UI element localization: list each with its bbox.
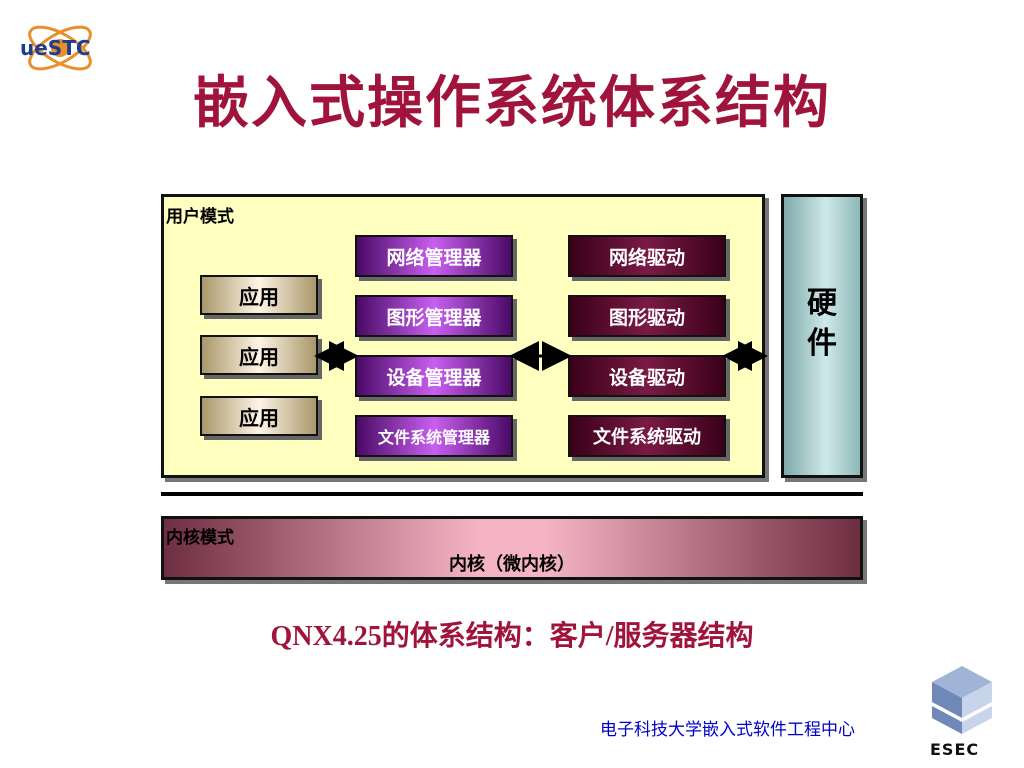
app-box-3: 应用 bbox=[200, 396, 318, 436]
mode-separator-line bbox=[161, 492, 863, 496]
hardware-label: 硬 件 bbox=[781, 284, 863, 364]
hardware-label-line2: 件 bbox=[807, 326, 837, 361]
network-manager-box: 网络管理器 bbox=[355, 235, 513, 277]
footer-org-name: 电子科技大学嵌入式软件工程中心 bbox=[600, 720, 855, 740]
hardware-label-line1: 硬 bbox=[807, 286, 837, 321]
filesystem-manager-box: 文件系统管理器 bbox=[355, 415, 513, 457]
uestc-logo bbox=[28, 25, 92, 71]
device-manager-box: 设备管理器 bbox=[355, 355, 513, 397]
esec-logo-text: ESEC bbox=[930, 740, 980, 759]
hardware-column bbox=[781, 194, 863, 478]
device-driver-box: 设备驱动 bbox=[568, 355, 726, 397]
esec-logo bbox=[932, 666, 992, 734]
kernel-mode-panel bbox=[161, 516, 863, 580]
kernel-label: 内核（微内核） bbox=[449, 554, 575, 575]
user-mode-label: 用户模式 bbox=[166, 207, 234, 227]
network-driver-box: 网络驱动 bbox=[568, 235, 726, 277]
graphics-driver-box: 图形驱动 bbox=[568, 295, 726, 337]
app-box-1: 应用 bbox=[200, 275, 318, 315]
app-box-2: 应用 bbox=[200, 335, 318, 375]
diagram-caption: QNX4.25的体系结构：客户/服务器结构 bbox=[270, 621, 754, 652]
uestc-logo-text: ueSTC bbox=[20, 36, 91, 60]
page-title: 嵌入式操作系统体系结构 bbox=[193, 70, 831, 136]
graphics-manager-box: 图形管理器 bbox=[355, 295, 513, 337]
kernel-mode-label: 内核模式 bbox=[166, 528, 234, 548]
filesystem-driver-box: 文件系统驱动 bbox=[568, 415, 726, 457]
